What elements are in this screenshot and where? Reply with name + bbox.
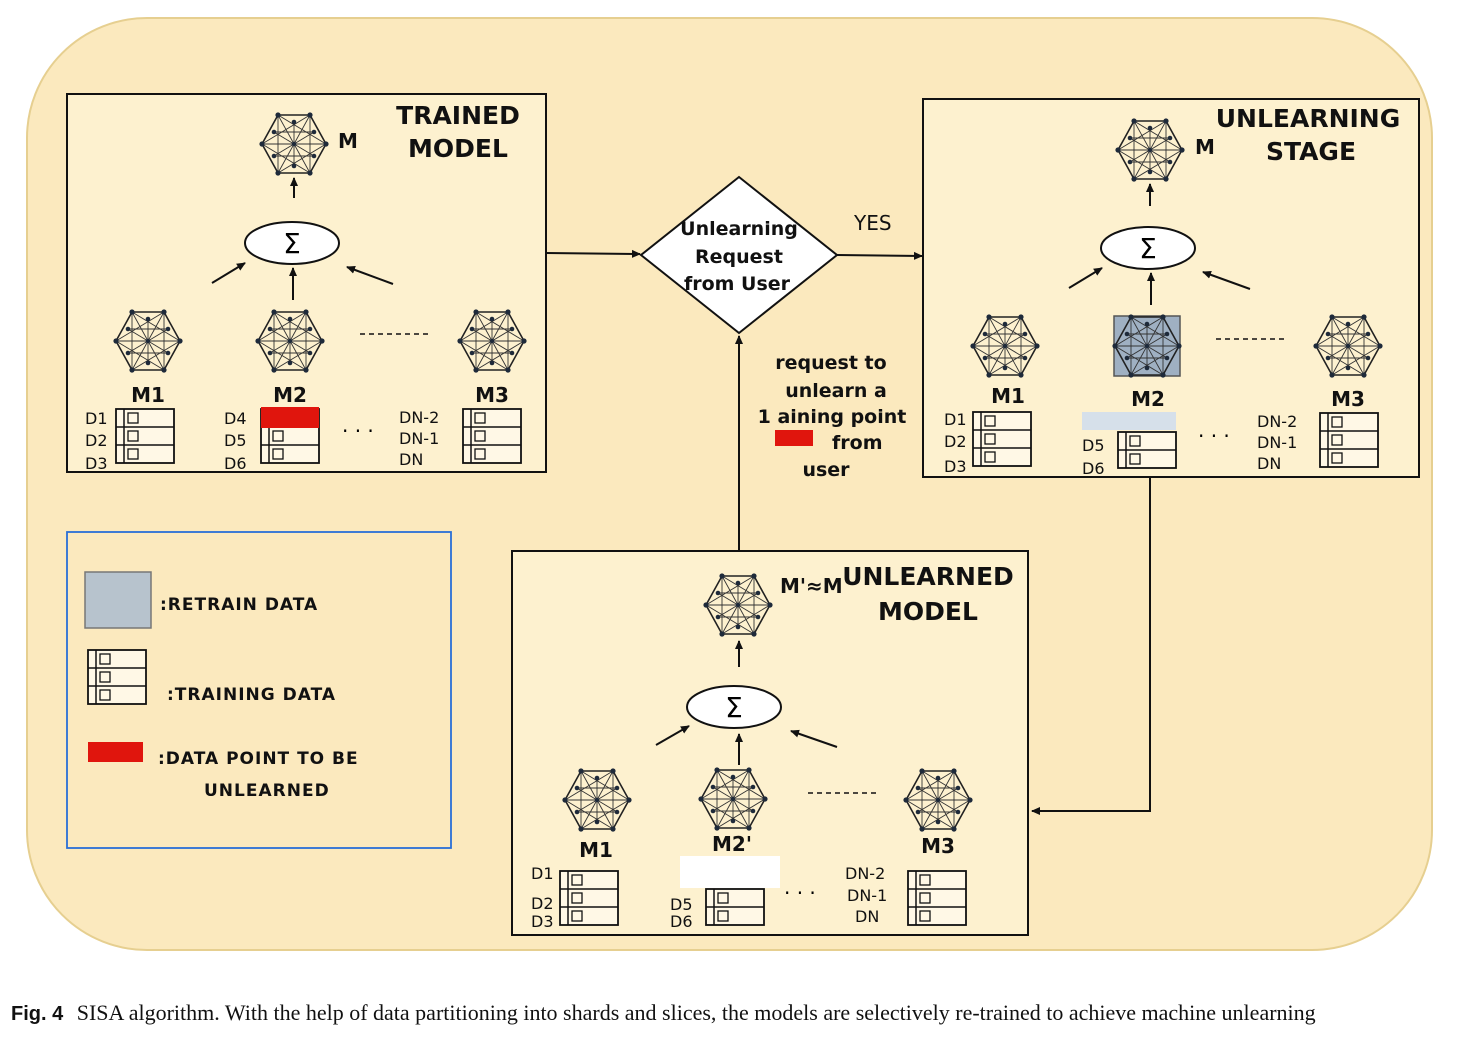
sum-symbol: Σ [283,227,301,260]
unlearning-title-line1: UNLEARNING [1216,104,1401,133]
slice-label: D6 [1082,459,1105,478]
shard-1-table-icon [972,411,1032,467]
legend: :RETRAIN DATA :TRAINING DATA :DATA POINT… [66,531,452,849]
slice-label: D2 [85,431,108,450]
decision-line1: Unlearning [680,218,798,240]
decision-line2: Request [695,246,783,268]
unlearning-request-decision: Unlearning Request from User [639,175,839,335]
slice-label: D4 [224,409,247,428]
training-data-table-icon [87,649,147,705]
slice-label: D5 [670,895,693,914]
slice-label: D1 [944,410,967,429]
global-model-label: M'≈M [780,574,843,598]
request-note: request to unlearn a 1 aining point from… [758,352,907,481]
slice-label: DN-2 [845,864,885,883]
slice-label: DN-1 [399,429,439,448]
slice-label: DN-2 [1257,412,1297,431]
figure-label: Fig. 4 [11,1003,64,1025]
slice-label: D2 [944,432,967,451]
shard-3-table-icon [1319,412,1379,468]
slice-label: D5 [224,431,247,450]
slice-label: DN [1257,454,1281,473]
slice-label: D6 [224,454,247,473]
decision-line3: from User [684,273,791,295]
m1-label: M1 [991,384,1025,408]
aggregation-node [244,221,340,265]
shard-ellipsis: · · · [342,419,374,443]
m3-label: M3 [921,834,955,858]
slice-label: DN [399,450,423,469]
unlearning-title-line2: STAGE [1266,137,1356,166]
m2-prime-label: M2' [712,832,752,856]
m1-label: M1 [131,383,165,407]
m3-label: M3 [1331,387,1365,411]
unlearn-data-point-marker [261,407,319,428]
request-note-line4: from [832,432,883,454]
slice-label: D3 [944,457,967,476]
trained-title-line2: MODEL [408,134,508,163]
unlearn-swatch [88,742,143,762]
unlearned-title-line1: UNLEARNED [842,562,1014,591]
removed-slice-highlight [680,856,780,888]
trained-title-line1: TRAINED [396,101,520,130]
caption-text: SISA algorithm. With the help of data pa… [76,1000,1316,1025]
slice-label: DN-1 [847,886,887,905]
shard-ellipsis: · · · [1198,424,1230,448]
shard-1-table-icon [559,870,619,926]
legend-retrain-label: :RETRAIN DATA [160,595,318,615]
legend-unlearn-line2: UNLEARNED [204,781,330,801]
slice-label: D1 [531,864,554,883]
flow-arrow [1031,477,1151,815]
unlearning-stage-panel: UNLEARNING STAGE M Σ M1 M2 M3 D1 D2 D3 D… [922,98,1420,478]
global-model-label: M [338,129,358,153]
sum-symbol: Σ [725,691,743,724]
m2-label: M2 [1131,387,1165,411]
shard-1-table-icon [115,408,175,464]
m3-label: M3 [475,383,509,407]
flow-arrow [836,251,923,260]
flow-arrow [545,249,641,258]
slice-label: D2 [531,894,554,913]
request-note-line3: 1 aining point [758,406,907,428]
shard-3-table-icon [907,870,967,926]
slice-label: D6 [670,912,693,931]
shard-2-table-icon [705,888,765,926]
figure-caption: Fig. 4 SISA algorithm. With the help of … [11,1000,1451,1026]
shard-2-table-icon [1117,431,1177,469]
yes-label: YES [853,211,892,235]
trained-model-panel: TRAINED MODEL M Σ M1 M2 M3 D1 D2 D3 D4 D… [66,93,547,473]
legend-training-label: :TRAINING DATA [167,685,336,705]
request-note-line1: request to [775,352,886,374]
aggregation-node [686,685,782,729]
request-note-line2: unlearn a [785,380,887,402]
m1-label: M1 [579,838,613,862]
slice-label: DN-1 [1257,433,1297,452]
removed-slice-highlight [1082,412,1176,430]
aggregation-node [1100,226,1196,270]
global-model-label: M [1195,135,1215,159]
slice-label: D5 [1082,436,1105,455]
slice-label: DN-2 [399,408,439,427]
request-note-line5: user [802,459,850,481]
slice-label: D1 [85,409,108,428]
legend-unlearn-line1: :DATA POINT TO BE [158,749,359,769]
unlearned-title-line2: MODEL [878,597,978,626]
shard-3-table-icon [462,408,522,464]
retrain-swatch [84,571,152,629]
sum-symbol: Σ [1139,232,1157,265]
unlearn-point-swatch [775,430,813,446]
slice-label: D3 [531,912,554,931]
shard-ellipsis: · · · [784,881,816,905]
slice-label: DN [855,907,879,926]
m2-label: M2 [273,383,307,407]
slice-label: D3 [85,454,108,473]
unlearned-model-panel: UNLEARNED MODEL M'≈M Σ M1 M2' M3 D1 D2 D… [511,550,1029,936]
